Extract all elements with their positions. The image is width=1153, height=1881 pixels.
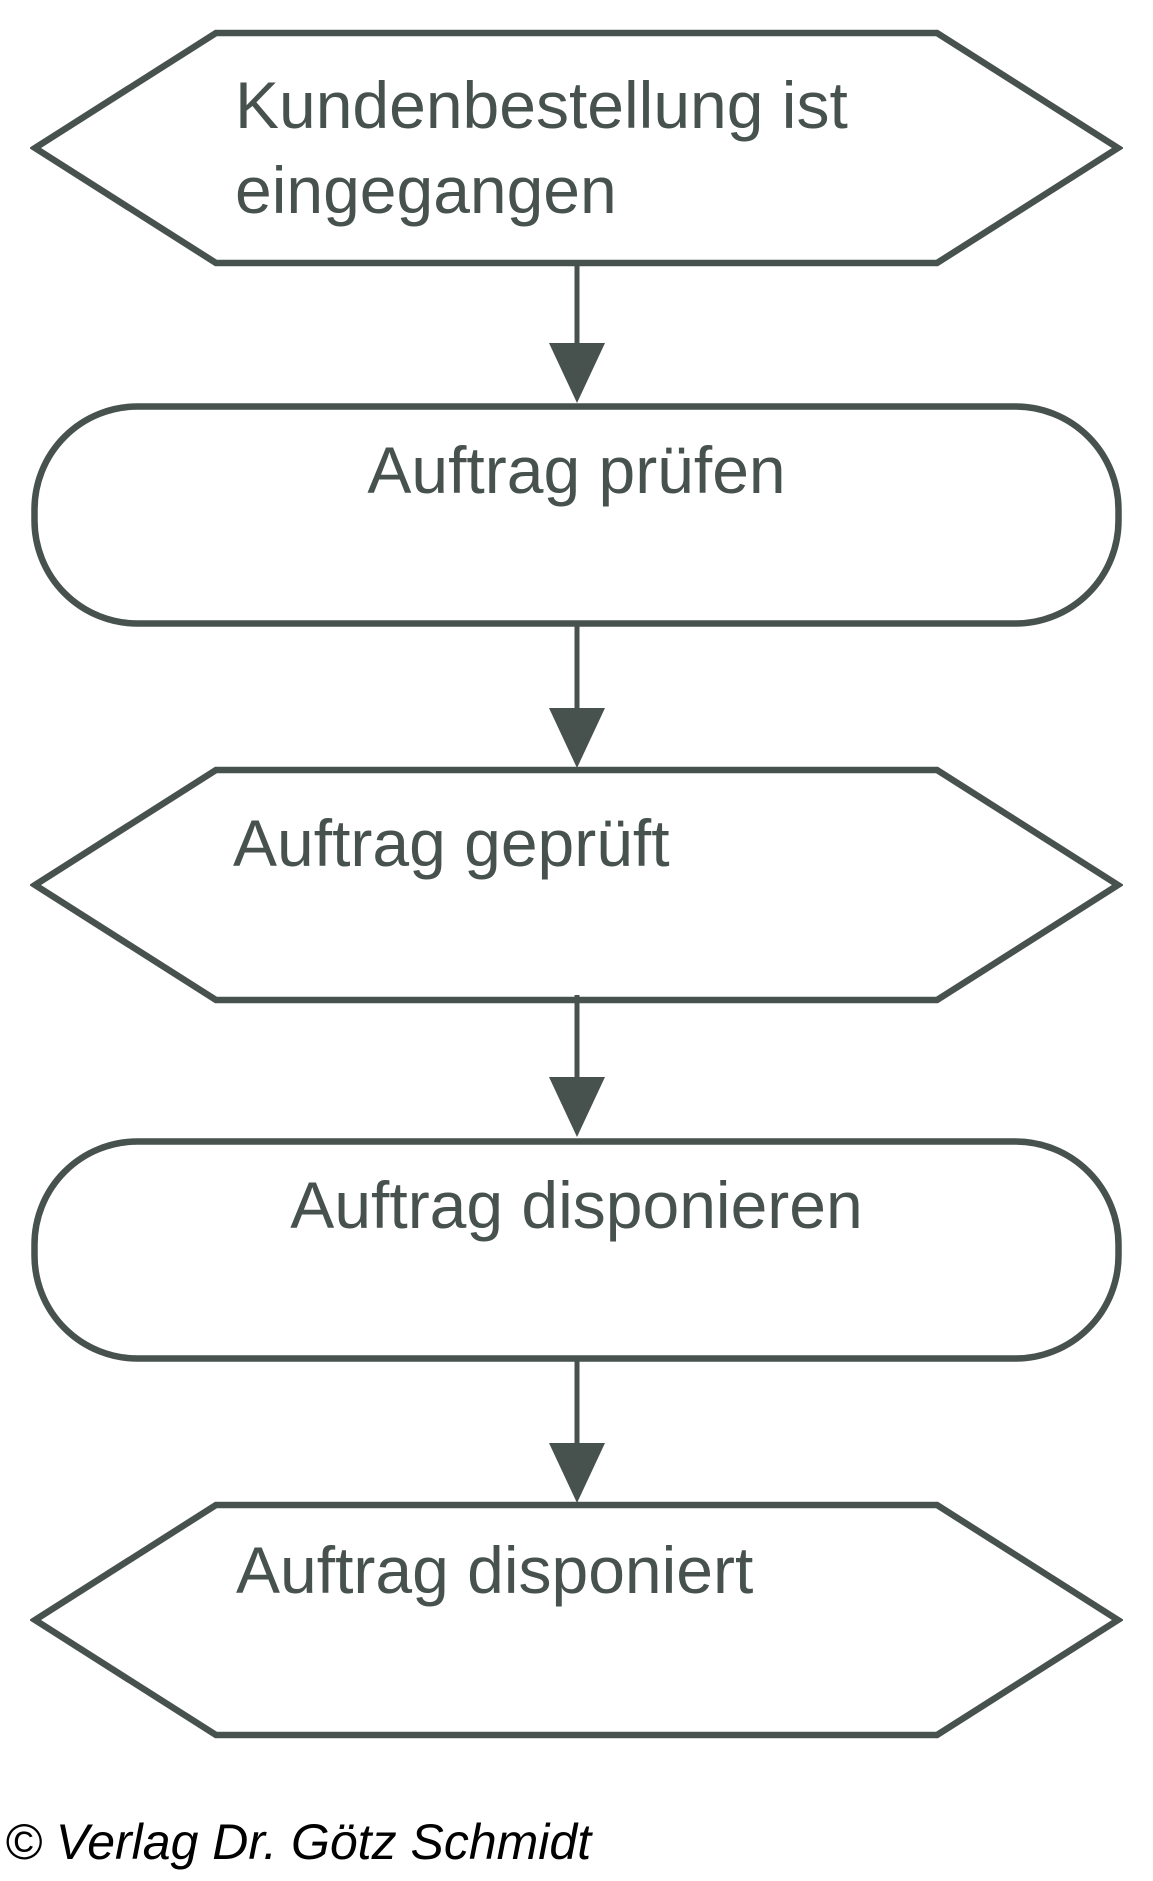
hexagon-shape [30,1501,1123,1739]
node-label: Auftrag geprüft [233,806,670,880]
copyright-text: © Verlag Dr. Götz Schmidt [5,1814,592,1870]
arrow-head-icon [549,1077,605,1137]
node-label: Auftrag disponieren [290,1168,863,1242]
arrow-head-icon [549,343,605,403]
event-node-auftrag-disponiert [30,1501,1123,1739]
event-node-auftrag-geprueft [30,766,1123,1004]
hexagon-shape [30,29,1123,267]
flow-arrow-1 [549,261,605,403]
node-label: Auftrag prüfen [367,433,786,507]
rounded-rect-shape [31,1138,1122,1362]
node-label: Auftrag disponiert [236,1533,754,1607]
flow-arrow-3 [549,995,605,1137]
arrow-head-icon [549,1443,605,1503]
flow-arrow-4 [549,1361,605,1503]
flow-arrow-2 [549,626,605,768]
function-node-auftrag-disponieren [31,1138,1122,1362]
event-node-kundenbestellung-eingegangen [30,29,1123,267]
hexagon-shape [30,766,1123,1004]
rounded-rect-shape [31,403,1122,627]
function-node-auftrag-pruefen [31,403,1122,627]
arrow-head-icon [549,708,605,768]
node-label: Kundenbestellung ist eingegangen [235,68,848,227]
